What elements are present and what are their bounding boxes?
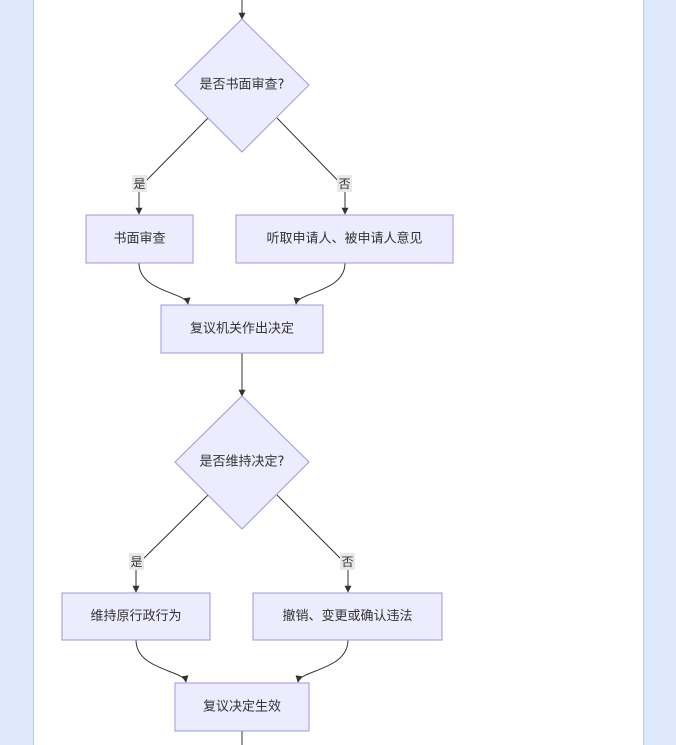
svg-text:是否书面审查?: 是否书面审查? (200, 78, 285, 93)
svg-text:否: 否 (338, 177, 350, 191)
edge-hear-to-decision (293, 262, 346, 305)
svg-text:维持原行政行为: 维持原行政行为 (90, 609, 181, 624)
decision-written-review: 是否书面审查? (174, 18, 310, 153)
svg-text:复议机关作出决定: 复议机关作出决定 (190, 322, 294, 337)
node-decision-effective: 复议决定生效 (174, 682, 310, 732)
edge-label-no-1: 否 (337, 175, 352, 192)
edge-revoke-to-effective (295, 639, 349, 683)
edge-decision1-yes (135, 117, 209, 215)
node-written-review: 书面审查 (85, 214, 194, 264)
edge-label-yes-2: 是 (129, 553, 144, 570)
svg-text:撤销、变更或确认违法: 撤销、变更或确认违法 (282, 608, 412, 624)
svg-text:是: 是 (130, 555, 142, 569)
decision-maintain: 是否维持决定? (174, 395, 310, 530)
node-agency-decision: 复议机关作出决定 (160, 304, 324, 354)
node-hear-opinions: 听取申请人、被申请人意见 (235, 214, 454, 264)
svg-text:书面审查: 书面审查 (113, 232, 165, 247)
edge-decision1-no (276, 117, 349, 215)
edge-label-yes-1: 是 (132, 175, 147, 192)
svg-text:是: 是 (133, 177, 145, 191)
svg-text:听取申请人、被申请人意见: 听取申请人、被申请人意见 (266, 231, 422, 247)
edge-label-no-2: 否 (340, 553, 355, 570)
node-revoke-change: 撤销、变更或确认违法 (252, 592, 443, 641)
node-maintain-action: 维持原行政行为 (61, 592, 211, 641)
svg-text:否: 否 (341, 555, 353, 569)
edge-written-to-decision (138, 262, 191, 305)
edge-decision2-no (276, 494, 352, 593)
svg-text:是否维持决定?: 是否维持决定? (200, 455, 285, 470)
edge-maintain-to-effective (135, 639, 189, 683)
edge-decision2-yes (132, 494, 209, 593)
svg-text:复议决定生效: 复议决定生效 (203, 700, 281, 715)
